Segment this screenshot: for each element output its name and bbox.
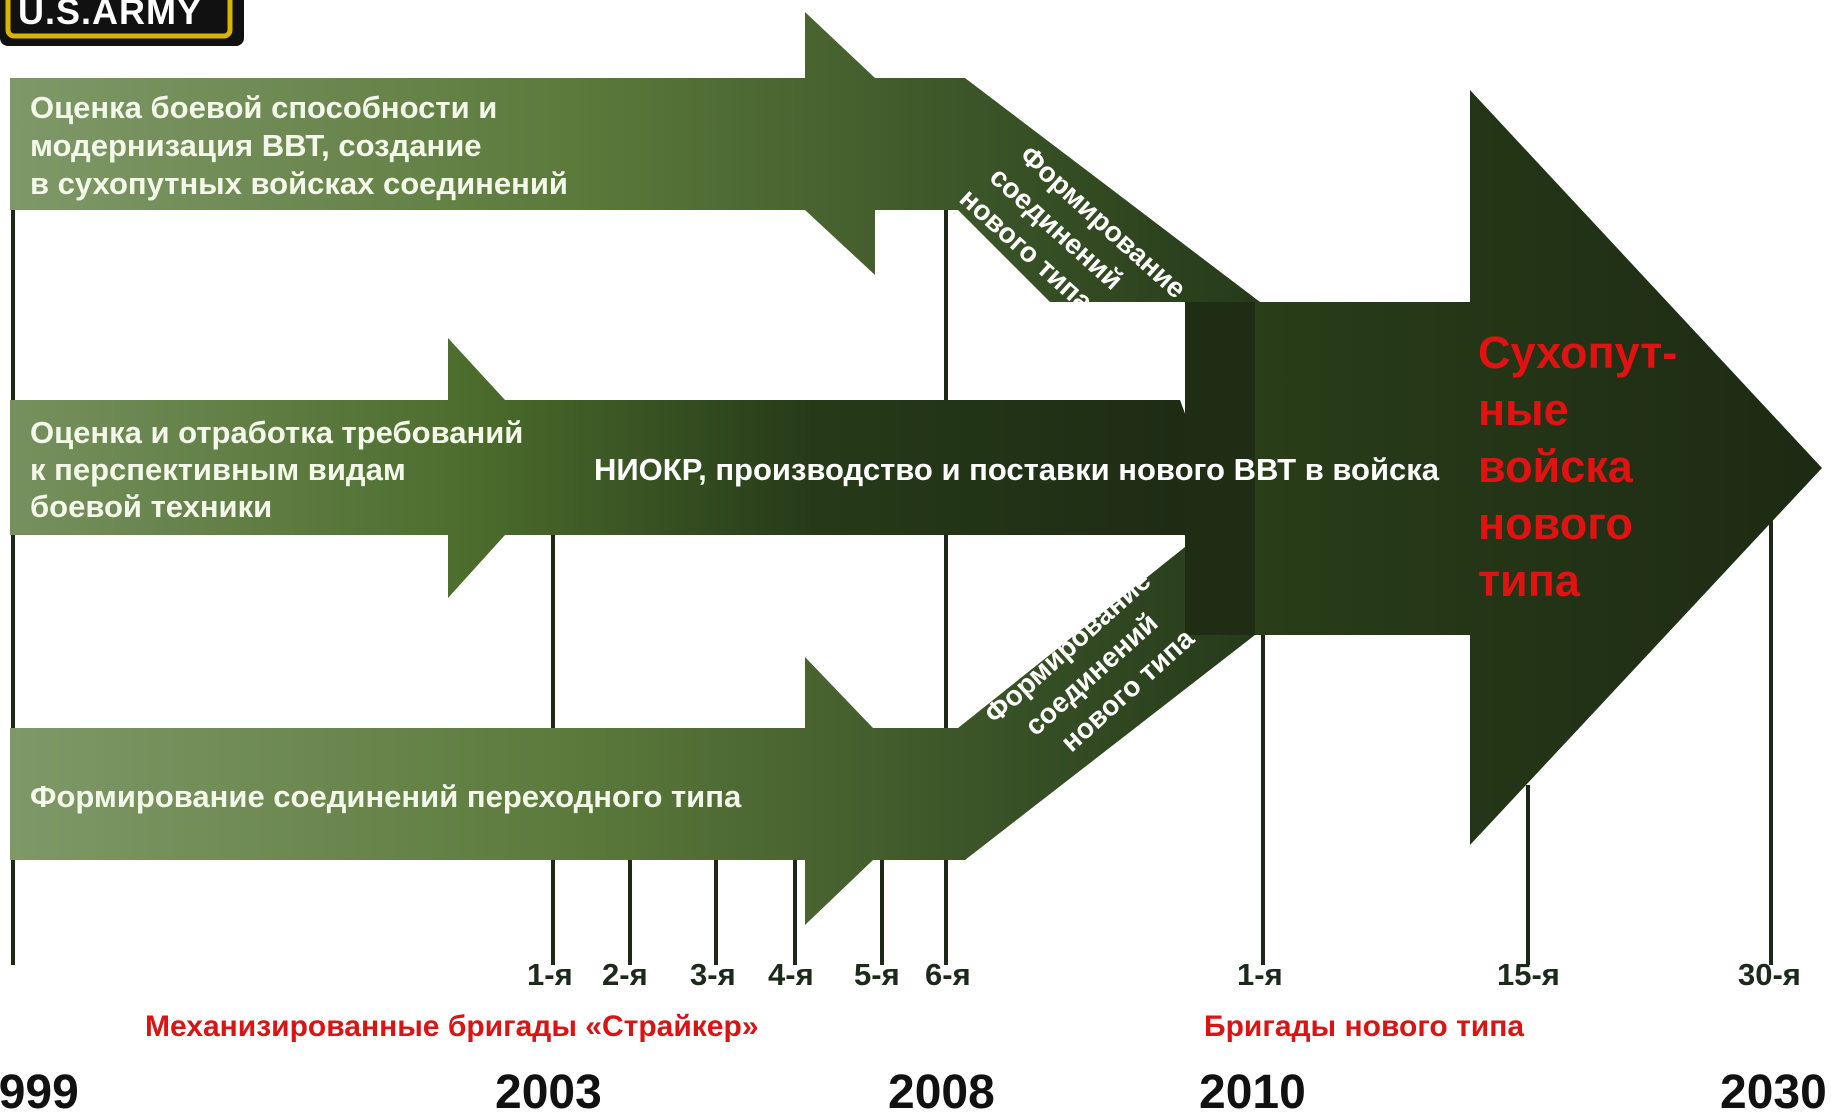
year-2008: 2008	[888, 1066, 995, 1113]
lane-labels: Оценка боевой способности и модернизация…	[30, 90, 1440, 814]
top-lane-line-1: Оценка боевой способности и	[30, 90, 497, 125]
year-2010: 2010	[1199, 1066, 1306, 1113]
year-1999: 1999	[0, 1066, 79, 1113]
stryker-brigade-3: 3-я	[690, 957, 736, 992]
year-2030: 2030	[1720, 1066, 1827, 1113]
top-lane-arrow	[10, 12, 1260, 302]
join-shape	[1185, 302, 1255, 635]
new-brigade-15: 15-я	[1497, 957, 1560, 992]
stryker-brigades-label: Механизированные бригады «Страйкер»	[145, 1010, 759, 1043]
new-brigade-1: 1-я	[1237, 957, 1283, 992]
arrow-shapes	[10, 12, 1822, 925]
top-lane-line-2: модернизация ВВТ, создание	[30, 128, 482, 163]
middle-lane-line-1: Оценка и отработка требований	[30, 415, 523, 450]
final-arrow-labels: Сухопут- ные войска нового типа	[1478, 327, 1677, 606]
final-label-line-2: ные	[1478, 384, 1569, 435]
bottom-lane-arrow	[10, 535, 1255, 925]
middle-lane-line-2: к перспективным видам	[30, 452, 406, 487]
us-army-logo: U.S.ARMY	[0, 0, 244, 46]
research-production-label: НИОКР, производство и поставки нового ВВ…	[594, 452, 1440, 487]
stryker-brigade-1: 1-я	[527, 957, 573, 992]
group-labels: Механизированные бригады «Страйкер» Бриг…	[145, 1010, 1524, 1043]
final-label-line-3: войска	[1478, 441, 1634, 492]
bottom-lane-line-1: Формирование соединений переходного типа	[30, 779, 742, 814]
final-label-line-4: нового	[1478, 498, 1633, 549]
final-label-line-5: типа	[1478, 555, 1581, 606]
stryker-brigade-4: 4-я	[768, 957, 814, 992]
year-labels: 1999 2003 2008 2010 2030	[0, 1066, 1827, 1113]
logo-inner-border	[5, 0, 233, 39]
tick-labels: 1-я 2-я 3-я 4-я 5-я 6-я 1-я 15-я 30-я	[527, 957, 1801, 992]
year-2003: 2003	[495, 1066, 602, 1113]
new-type-brigades-label: Бригады нового типа	[1204, 1010, 1524, 1043]
stryker-brigade-6: 6-я	[925, 957, 971, 992]
new-brigade-30: 30-я	[1738, 957, 1801, 992]
stryker-brigade-5: 5-я	[854, 957, 900, 992]
final-label-line-1: Сухопут-	[1478, 327, 1677, 378]
middle-lane-line-3: боевой техники	[30, 489, 272, 524]
middle-lane-arrow	[10, 338, 1230, 598]
logo-text: U.S.ARMY	[18, 0, 202, 32]
main-target-arrow	[1185, 90, 1822, 845]
stryker-brigade-2: 2-я	[602, 957, 648, 992]
top-lane-line-3: в сухопутных войсках соединений	[30, 166, 568, 201]
